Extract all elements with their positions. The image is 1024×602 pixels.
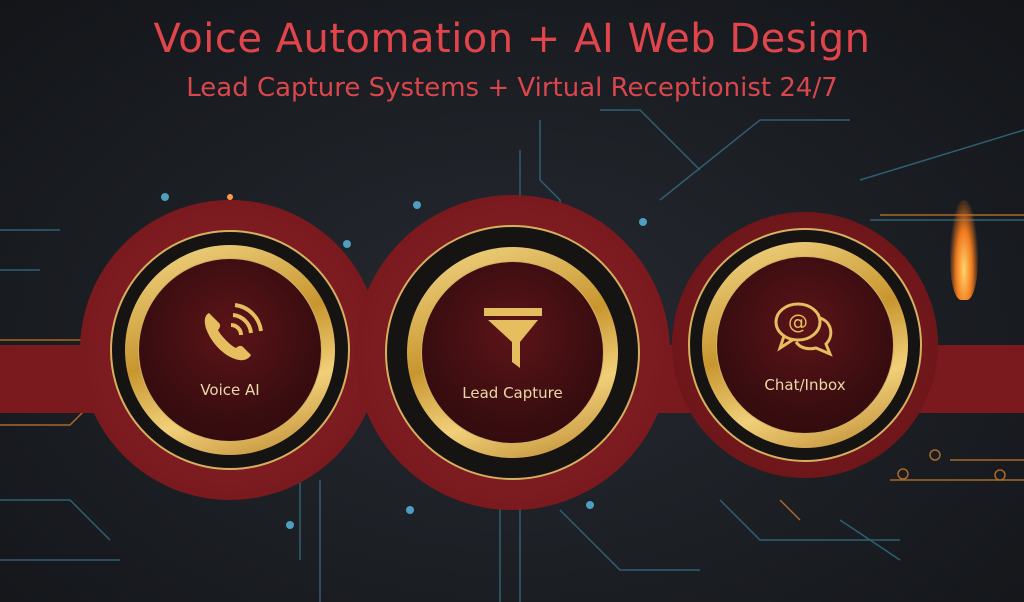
badge-lead-capture: Lead Capture — [355, 195, 670, 510]
badge-voice-ai: Voice AI — [80, 200, 380, 500]
badge-label: Voice AI — [200, 381, 260, 399]
flame-decoration — [950, 200, 978, 300]
funnel-icon — [483, 307, 542, 368]
phone-signal-icon — [204, 303, 263, 361]
svg-text:@: @ — [788, 310, 808, 334]
badge-chat-inbox: @ Chat/Inbox — [672, 212, 938, 478]
chat-at-icon: @ — [774, 302, 833, 357]
page-title: Voice Automation + AI Web Design — [153, 16, 871, 62]
badge-label: Chat/Inbox — [764, 376, 846, 394]
badge-label: Lead Capture — [462, 383, 563, 402]
page-subtitle: Lead Capture Systems + Virtual Reception… — [186, 73, 838, 103]
